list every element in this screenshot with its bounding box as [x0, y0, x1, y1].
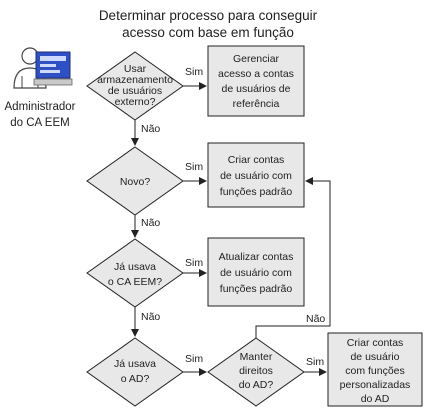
edge-label-no-1: Não: [141, 123, 160, 135]
decision-external-store-line-3: de usuários: [108, 85, 162, 97]
process-create-custom-ad: Criar contas de usuário com funções pers…: [327, 332, 423, 407]
decision-used-ca-eem: Já usava o CA EEM?: [86, 238, 184, 308]
decision-keep-ad-rights-line-2: direitos: [239, 365, 273, 377]
edge-label-yes-1: Sim: [185, 66, 203, 78]
edge-label-no-2: Não: [141, 217, 160, 229]
actor-label-line-1: Administrador: [5, 101, 76, 113]
process-create-default-line-2: de usuário com: [220, 170, 292, 182]
process-update-default-line-3: funções padrão: [220, 283, 293, 295]
process-manage-reference-line-2: acesso a contas: [218, 68, 294, 80]
process-create-custom-ad-line-5: do AD: [361, 393, 390, 405]
edge-label-yes-3: Sim: [185, 257, 203, 269]
process-manage-reference-line-4: referência: [233, 98, 280, 110]
edge-labels: Sim Não Sim Não Sim Não Sim Não Sim: [141, 66, 325, 368]
process-manage-reference-line-3: de usuários de: [222, 83, 291, 95]
decision-new-label: Novo?: [120, 176, 151, 188]
process-create-default-line-3: funções padrão: [220, 186, 293, 198]
diagram-title-line-1: Determinar processo para conseguir: [99, 8, 318, 23]
decision-used-ad-line-1: Já usava: [114, 358, 156, 370]
process-create-default: Criar contas de usuário com funções padr…: [207, 142, 305, 208]
decision-keep-ad-rights-line-1: Manter: [240, 351, 273, 363]
process-update-default-line-1: Atualizar contas: [219, 251, 294, 263]
decision-used-ad-line-2: o AD?: [121, 373, 150, 385]
decision-external-store-line-2: armazenamento: [97, 74, 173, 86]
decision-keep-ad-rights: Manter direitos do AD?: [207, 337, 305, 407]
decision-used-ca-eem-line-2: o CA EEM?: [108, 276, 162, 288]
process-update-default: Atualizar contas de usuário com funções …: [207, 237, 305, 307]
decision-external-store-line-1: Usar: [124, 63, 147, 75]
edge-label-yes-5: Sim: [306, 356, 324, 368]
process-create-custom-ad-line-2: de usuário: [350, 351, 399, 363]
edge-keep-rights-to-create-default: [255, 177, 331, 338]
process-create-custom-ad-line-4: personalizadas: [340, 379, 411, 391]
decision-external-store: Usar armazenamento de usuários externo?: [86, 51, 184, 121]
process-manage-reference: Gerenciar acesso a contas de usuários de…: [207, 45, 305, 117]
actor-label: Administrador do CA EEM: [5, 101, 76, 129]
actor-label-line-2: do CA EEM: [10, 117, 69, 129]
edge-label-no-3: Não: [141, 311, 160, 323]
process-create-custom-ad-line-3: com funções: [345, 365, 405, 377]
decision-keep-ad-rights-line-3: do AD?: [239, 379, 274, 391]
decision-new: Novo?: [86, 146, 184, 216]
decision-used-ca-eem-line-1: Já usava: [114, 261, 156, 273]
diagram-title-line-2: acesso com base em função: [122, 25, 294, 40]
process-manage-reference-line-1: Gerenciar: [233, 53, 280, 65]
process-create-custom-ad-line-1: Criar contas: [347, 337, 404, 349]
process-update-default-line-2: de usuário com: [220, 267, 292, 279]
decision-external-store-line-4: externo?: [115, 96, 156, 108]
decision-used-ad: Já usava o AD?: [86, 337, 184, 407]
edge-label-yes-4: Sim: [185, 353, 203, 365]
diagram-title: Determinar processo para conseguir acess…: [99, 8, 318, 40]
edge-label-no-4: Não: [306, 313, 325, 325]
process-create-default-line-1: Criar contas: [228, 154, 285, 166]
administrator-computer-icon: [13, 47, 73, 89]
edge-label-yes-2: Sim: [185, 161, 203, 173]
